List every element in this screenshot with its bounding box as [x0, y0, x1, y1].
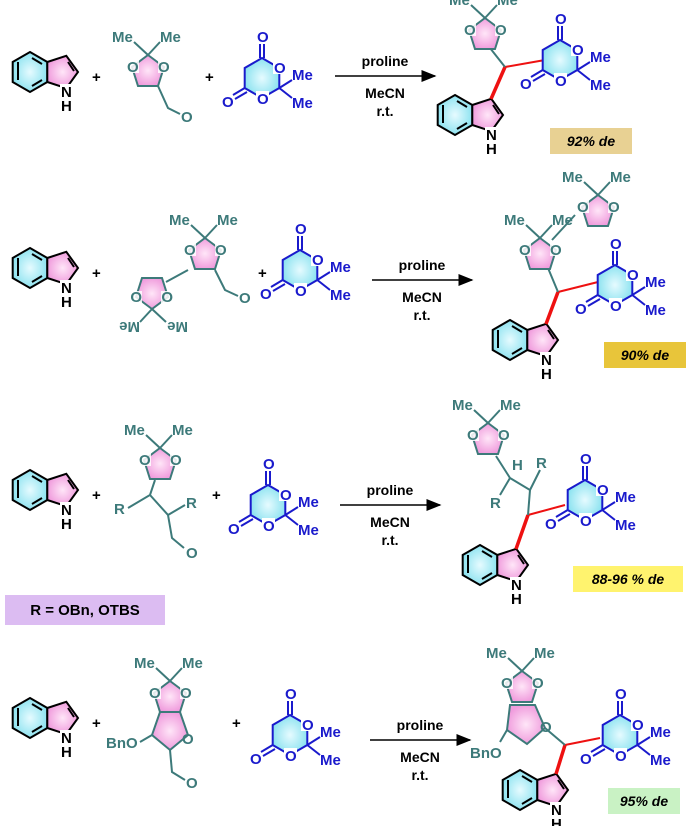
de-value: 92% de	[567, 133, 615, 149]
aldehyde-o: O	[181, 109, 193, 126]
de-badge	[604, 342, 686, 368]
reaction-conditions: proline MeCN r.t.	[370, 717, 472, 783]
de-badge	[550, 128, 632, 154]
temperature-label: r.t.	[413, 307, 430, 323]
r-group: R	[114, 501, 125, 518]
fused-dioxolane	[133, 654, 204, 713]
reaction-conditions: proline MeCN r.t.	[335, 53, 437, 119]
aldehyde-o: O	[239, 290, 251, 307]
benzyloxy: BnO	[106, 735, 138, 752]
furanose-o: O	[182, 731, 194, 748]
meldrums-acid	[221, 28, 314, 113]
temperature-label: r.t.	[411, 767, 428, 783]
plus-sign: +	[232, 715, 241, 732]
reaction-row-4: + O BnO O + proline MeCN r.t. O BnO 95% …	[11, 644, 680, 831]
de-value: 88-96 % de	[592, 571, 665, 587]
de-value: 90% de	[621, 347, 669, 363]
aldehyde-o: O	[186, 545, 198, 562]
indole-reactant	[11, 697, 80, 762]
meldrums-acid	[249, 685, 342, 770]
dioxolane-fragment	[123, 421, 194, 480]
plus-sign: +	[92, 69, 101, 86]
diacetonide-upper	[168, 211, 239, 270]
plus-sign: +	[92, 715, 101, 732]
product-indole	[461, 544, 529, 609]
solvent-label: MeCN	[370, 514, 410, 530]
product-fused-dioxolane	[485, 644, 556, 703]
indole-reactant	[11, 247, 80, 312]
r-group: R	[186, 495, 197, 512]
reaction-row-2: + O + proline MeCN r.t. 90% de	[11, 168, 686, 384]
temperature-label: r.t.	[381, 532, 398, 548]
reaction-conditions: proline MeCN r.t.	[340, 482, 442, 548]
r-definition-box	[5, 595, 165, 625]
solvent-label: MeCN	[402, 289, 442, 305]
product-meldrum	[574, 235, 667, 320]
product-meldrum	[544, 450, 637, 535]
r-group: R	[536, 455, 547, 472]
product-dioxolane	[451, 396, 522, 455]
plus-sign: +	[205, 69, 214, 86]
product-indole	[436, 94, 504, 159]
indole-reactant	[11, 469, 80, 534]
de-value: 95% de	[620, 793, 668, 809]
plus-sign: +	[212, 487, 221, 504]
solvent-label: MeCN	[365, 85, 405, 101]
catalyst-label: proline	[397, 717, 444, 733]
r-definition: R = OBn, OTBS	[30, 602, 140, 619]
temperature-label: r.t.	[376, 103, 393, 119]
meldrums-acid	[227, 455, 320, 540]
aldehyde-o: O	[186, 775, 198, 792]
reaction-row-1: + O + proline MeCN r.t. 92% de	[11, 0, 632, 159]
reaction-conditions: proline MeCN r.t.	[372, 257, 474, 323]
meldrums-acid	[259, 220, 352, 305]
product-meldrum	[519, 10, 612, 95]
product-indole	[501, 769, 569, 831]
product-meldrum	[579, 685, 672, 770]
product-indole	[491, 319, 559, 384]
benzyloxy: BnO	[470, 745, 502, 762]
product-dioxolane	[448, 0, 519, 50]
solvent-label: MeCN	[400, 749, 440, 765]
indole-reactant	[11, 51, 80, 116]
plus-sign: +	[92, 265, 101, 282]
de-badge	[573, 566, 683, 592]
plus-sign: +	[92, 487, 101, 504]
r-group: R	[490, 495, 501, 512]
catalyst-label: proline	[362, 53, 409, 69]
reaction-row-3: + R R O + proline MeCN r.t. R R H 88-96 …	[5, 396, 683, 625]
atom-h: H	[512, 457, 523, 474]
de-badge	[608, 788, 680, 814]
glyceraldehyde-acetonide	[111, 28, 182, 87]
diacetonide-lower	[118, 277, 189, 336]
catalyst-label: proline	[399, 257, 446, 273]
plus-sign: +	[258, 265, 267, 282]
product-dioxolane-inner	[503, 211, 574, 270]
catalyst-label: proline	[367, 482, 414, 498]
